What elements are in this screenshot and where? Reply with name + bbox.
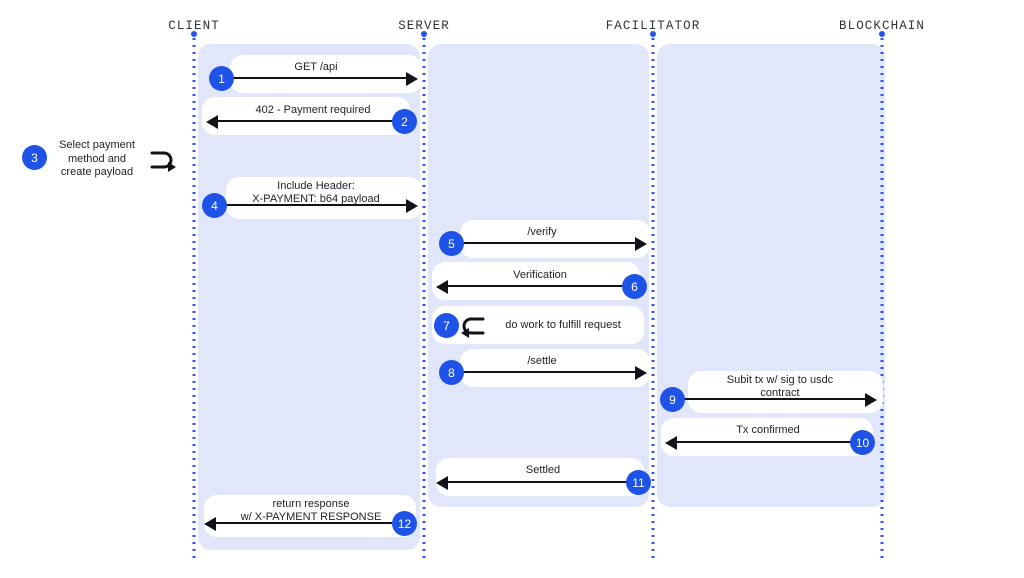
message-arrow-head-2	[206, 114, 218, 129]
step-badge-7[interactable]: 7	[434, 313, 459, 338]
step-badge-11[interactable]: 11	[626, 470, 651, 495]
message-arrow-line-5	[452, 242, 637, 245]
lifeline-server	[422, 38, 426, 560]
self-loop-icon-3	[150, 151, 176, 172]
step-badge-12[interactable]: 12	[392, 511, 417, 536]
message-bubble-1	[230, 55, 422, 93]
message-arrow-head-4	[406, 198, 418, 213]
message-arrow-line-1	[222, 77, 408, 80]
message-label-5: /verify	[527, 226, 557, 238]
step-badge-9[interactable]: 9	[660, 387, 685, 412]
message-label-12: return response w/ X-PAYMENT RESPONSE	[240, 498, 382, 523]
lifeline-blockchain	[880, 38, 884, 560]
message-arrow-head-6	[436, 279, 448, 294]
lifeline-dot-server	[421, 31, 427, 37]
step-badge-4[interactable]: 4	[202, 193, 227, 218]
step-badge-1[interactable]: 1	[209, 66, 234, 91]
message-arrow-head-11	[436, 475, 448, 490]
lifeline-client	[192, 38, 196, 560]
lifeline-label-server: SERVER	[398, 19, 450, 33]
message-arrow-head-1	[406, 71, 418, 86]
lifeline-facilitator	[651, 38, 655, 560]
message-label-2: 402 - Payment required	[255, 104, 371, 116]
message-label-11: Settled	[525, 464, 561, 476]
message-label-8: /settle	[527, 355, 557, 367]
step-badge-3[interactable]: 3	[22, 145, 47, 170]
message-bubble-7	[432, 306, 644, 344]
message-bubble-8	[460, 349, 650, 387]
message-arrow-head-12	[204, 516, 216, 531]
message-label-6: Verification	[513, 269, 567, 281]
message-bubble-2	[202, 97, 410, 135]
message-arrow-line-8	[452, 371, 637, 374]
message-arrow-line-4	[215, 204, 408, 207]
message-label-7: do work to fulfill request	[505, 319, 621, 331]
message-bubble-10	[661, 418, 873, 456]
message-bubble-6	[432, 262, 640, 300]
message-label-1: GET /api	[294, 61, 338, 73]
step-badge-5[interactable]: 5	[439, 231, 464, 256]
message-bubble-4	[226, 177, 422, 219]
lifeline-label-blockchain: BLOCKCHAIN	[838, 19, 926, 33]
message-arrow-line-10	[677, 441, 863, 444]
message-arrow-head-5	[635, 236, 647, 251]
message-label-10: Tx confirmed	[736, 424, 800, 436]
message-label-4: Include Header: X-PAYMENT: b64 payload	[252, 180, 380, 205]
message-label-9: Subit tx w/ sig to usdc contract	[726, 374, 834, 399]
lifeline-label-facilitator: FACILITATOR	[605, 19, 701, 33]
message-bubble-5	[460, 220, 650, 258]
lifeline-dot-client	[191, 31, 197, 37]
lifeline-dot-blockchain	[879, 31, 885, 37]
message-bubble-9	[688, 371, 883, 413]
step-badge-6[interactable]: 6	[622, 274, 647, 299]
message-arrow-line-6	[448, 285, 633, 288]
step-badge-10[interactable]: 10	[850, 430, 875, 455]
message-arrow-line-2	[218, 120, 404, 123]
message-arrow-head-9	[865, 392, 877, 407]
message-arrow-head-10	[665, 435, 677, 450]
lifeline-dot-facilitator	[650, 31, 656, 37]
message-label-3: Select payment method and create payload	[59, 139, 135, 178]
message-arrow-line-12	[216, 522, 402, 525]
message-arrow-line-11	[448, 481, 634, 484]
message-arrow-line-9	[681, 398, 867, 401]
message-bubble-12	[204, 495, 416, 537]
self-loop-icon-7	[461, 317, 485, 338]
step-badge-2[interactable]: 2	[392, 109, 417, 134]
step-badge-8[interactable]: 8	[439, 360, 464, 385]
message-bubble-11	[436, 458, 644, 496]
message-arrow-head-8	[635, 365, 647, 380]
lifeline-label-client: CLIENT	[168, 19, 220, 33]
